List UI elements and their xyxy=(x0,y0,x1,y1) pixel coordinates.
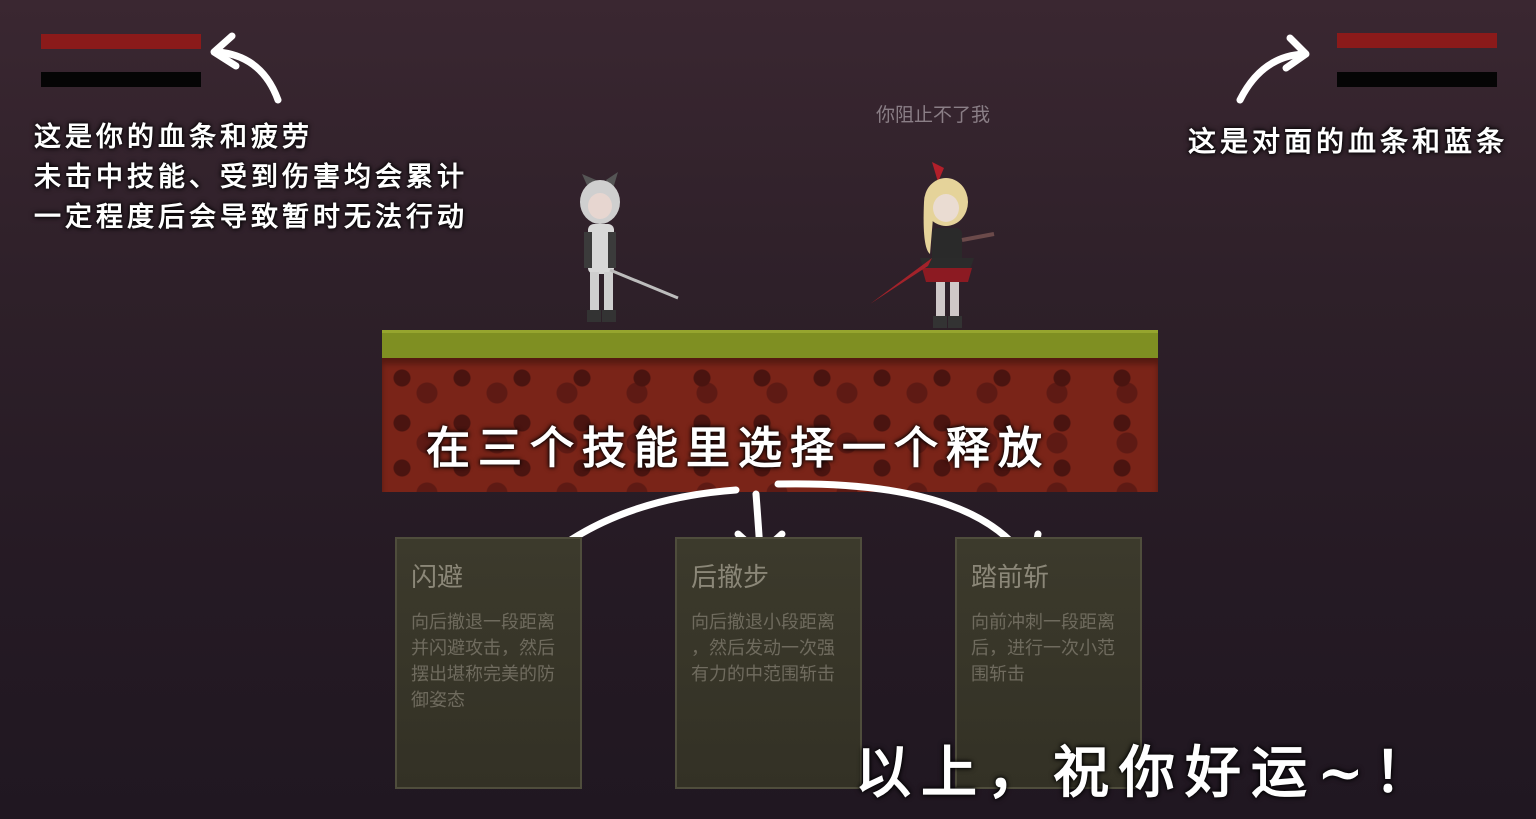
skill-description: 向后撤退小段距离 ，然后发动一次强 有力的中范围斩击 xyxy=(691,612,835,685)
ground-platform xyxy=(382,330,1158,492)
player-hp-bar xyxy=(41,34,201,49)
enemy-character xyxy=(870,162,995,328)
skill-name: 后撤步 xyxy=(691,563,770,593)
player-character xyxy=(580,172,679,322)
player-stamina-bar xyxy=(41,72,201,87)
skill-select-note: 在三个技能里选择一个释放 xyxy=(426,423,1050,474)
enemy-hud-note: 这是对面的血条和蓝条 xyxy=(1187,125,1508,158)
skill-card-dodge[interactable]: 闪避 向后撤退一段距离 并闪避攻击，然后 摆出堪称完美的防 御姿态 xyxy=(395,537,582,789)
good-luck-note: 以上，祝你好运~！ xyxy=(855,740,1440,806)
platform-grass xyxy=(382,330,1158,361)
hud-explanation-note: 这是你的血条和疲劳 未击中技能、受到伤害均会累计 一定程度后会导致暂时无法行动 xyxy=(34,122,468,233)
platform-dirt xyxy=(382,358,1158,492)
enemy-hp-bar xyxy=(1337,33,1497,48)
skill-description: 向后撤退一段距离 并闪避攻击，然后 摆出堪称完美的防 御姿态 xyxy=(411,612,555,711)
enemy-mana-bar xyxy=(1337,72,1497,87)
skill-card-forward-slash[interactable]: 踏前斩 向前冲刺一段距离 后，进行一次小范 围斩击 xyxy=(955,537,1142,789)
skill-description: 向前冲刺一段距离 后，进行一次小范 围斩击 xyxy=(971,612,1115,685)
enemy-speech-text: 你阻止不了我 xyxy=(876,104,991,126)
skill-name: 闪避 xyxy=(411,563,464,593)
skill-name: 踏前斩 xyxy=(971,563,1050,593)
skill-card-backstep[interactable]: 后撤步 向后撤退小段距离 ，然后发动一次强 有力的中范围斩击 xyxy=(675,537,862,789)
